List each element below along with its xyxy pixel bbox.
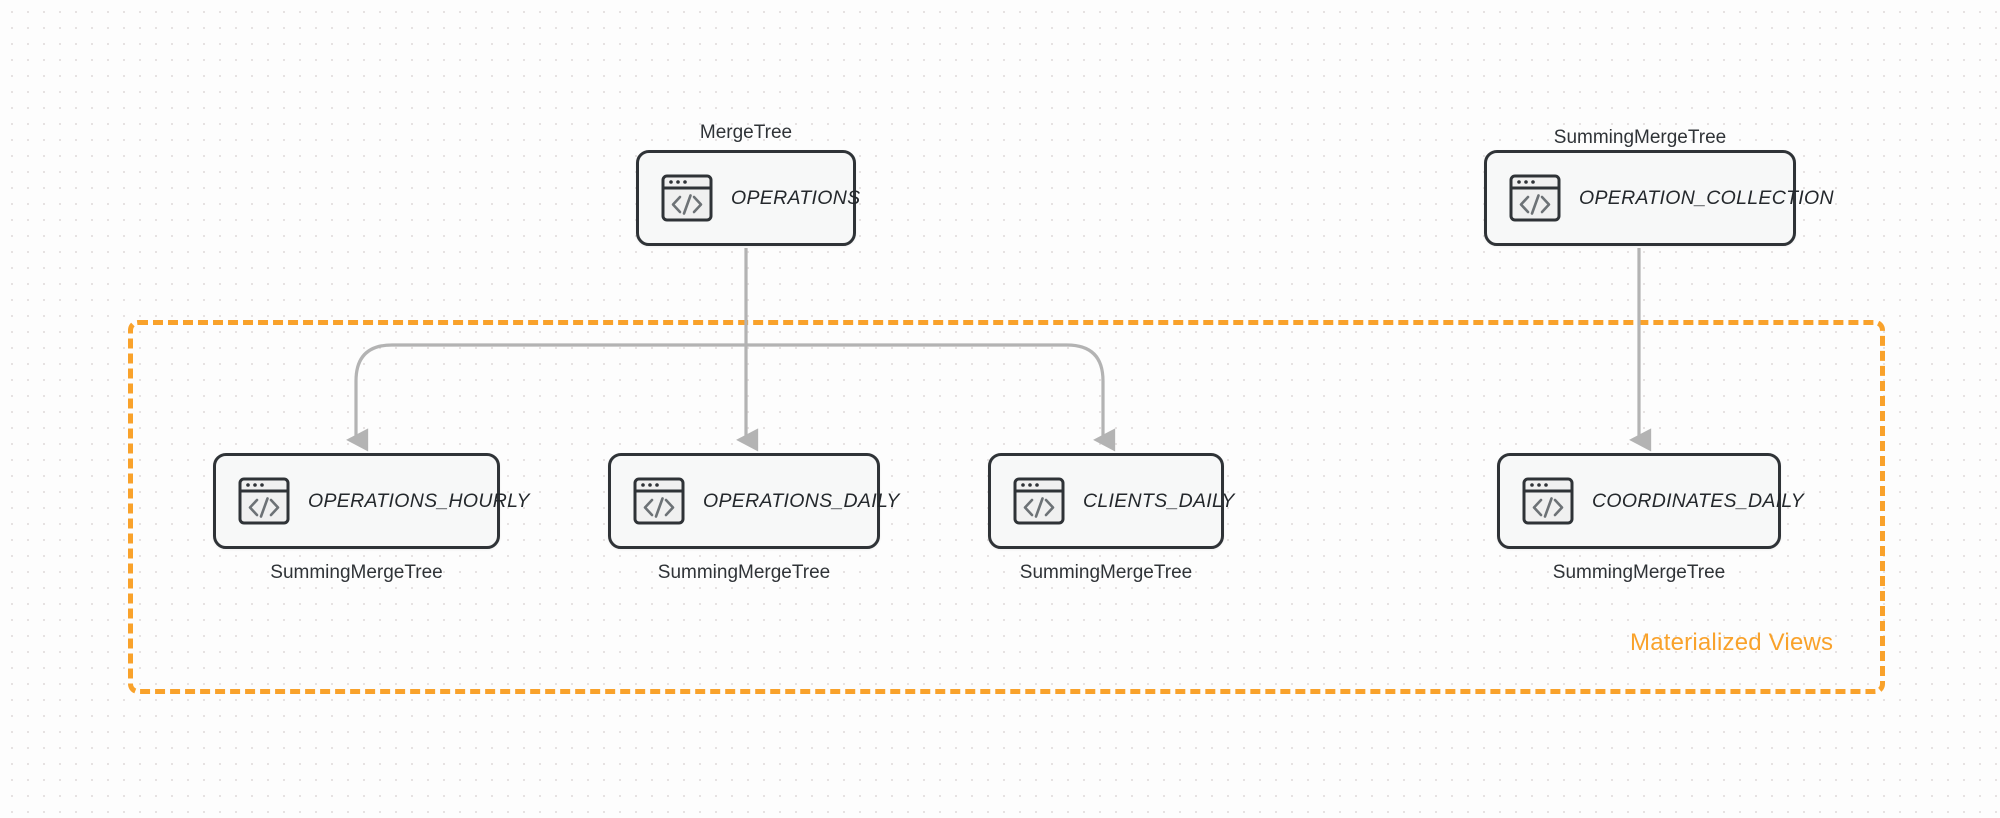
materialized-views-group [128,320,1885,694]
code-window-icon [661,174,713,222]
node-operation-collection[interactable]: OPERATION_COLLECTION [1484,150,1834,246]
engine-label-clients-daily: SummingMergeTree [1019,562,1193,583]
code-window-icon [633,477,685,525]
engine-label-operation-collection: SummingMergeTree [1553,127,1727,148]
node-operations-daily[interactable]: OPERATIONS_DAILY [608,453,899,549]
node-label-operations: OPERATIONS [731,186,861,209]
node-label-operations-hourly: OPERATIONS_HOURLY [308,489,530,512]
node-operations[interactable]: OPERATIONS [636,150,860,246]
node-label-operations-daily: OPERATIONS_DAILY [703,489,900,512]
engine-label-operations-hourly: SummingMergeTree [270,562,443,583]
code-window-icon [1509,174,1561,222]
engine-label-operations: MergeTree [699,122,793,143]
node-label-clients-daily: CLIENTS_DAILY [1083,489,1235,512]
materialized-views-label: Materialized Views [1630,629,1834,656]
code-window-icon [238,477,290,525]
engine-label-coordinates-daily: SummingMergeTree [1552,562,1726,583]
node-label-operation-collection: OPERATION_COLLECTION [1579,186,1834,209]
node-coordinates-daily[interactable]: COORDINATES_DAILY [1497,453,1804,549]
engine-label-operations-daily: SummingMergeTree [657,562,831,583]
code-window-icon [1013,477,1065,525]
node-clients-daily[interactable]: CLIENTS_DAILY [988,453,1234,549]
code-window-icon [1522,477,1574,525]
node-label-coordinates-daily: COORDINATES_DAILY [1592,489,1805,512]
node-operations-hourly[interactable]: OPERATIONS_HOURLY [213,453,530,549]
